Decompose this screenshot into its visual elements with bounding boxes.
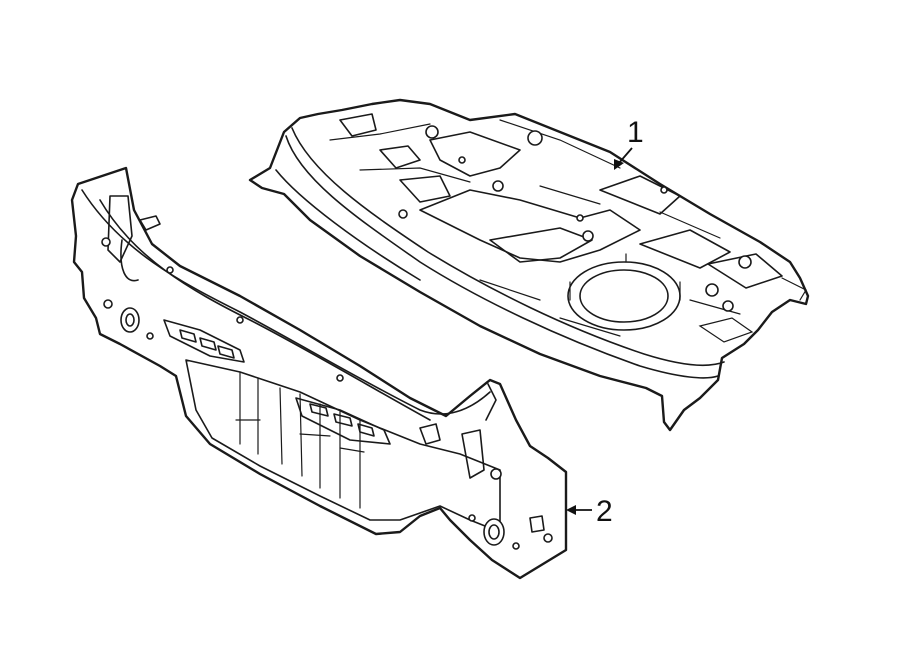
callout-2-label: 2: [596, 495, 613, 528]
callout-2-arrowhead: [566, 505, 576, 515]
part-1-rear-package-tray[interactable]: [248, 98, 810, 432]
callout-1-leader: [618, 147, 633, 164]
callout-1-label: 1: [627, 116, 644, 149]
callout-1-arrowhead: [614, 159, 624, 170]
callout-1: 1: [614, 116, 644, 170]
callout-2: 2: [566, 495, 613, 528]
part-2-rear-body-panel[interactable]: [70, 166, 568, 580]
